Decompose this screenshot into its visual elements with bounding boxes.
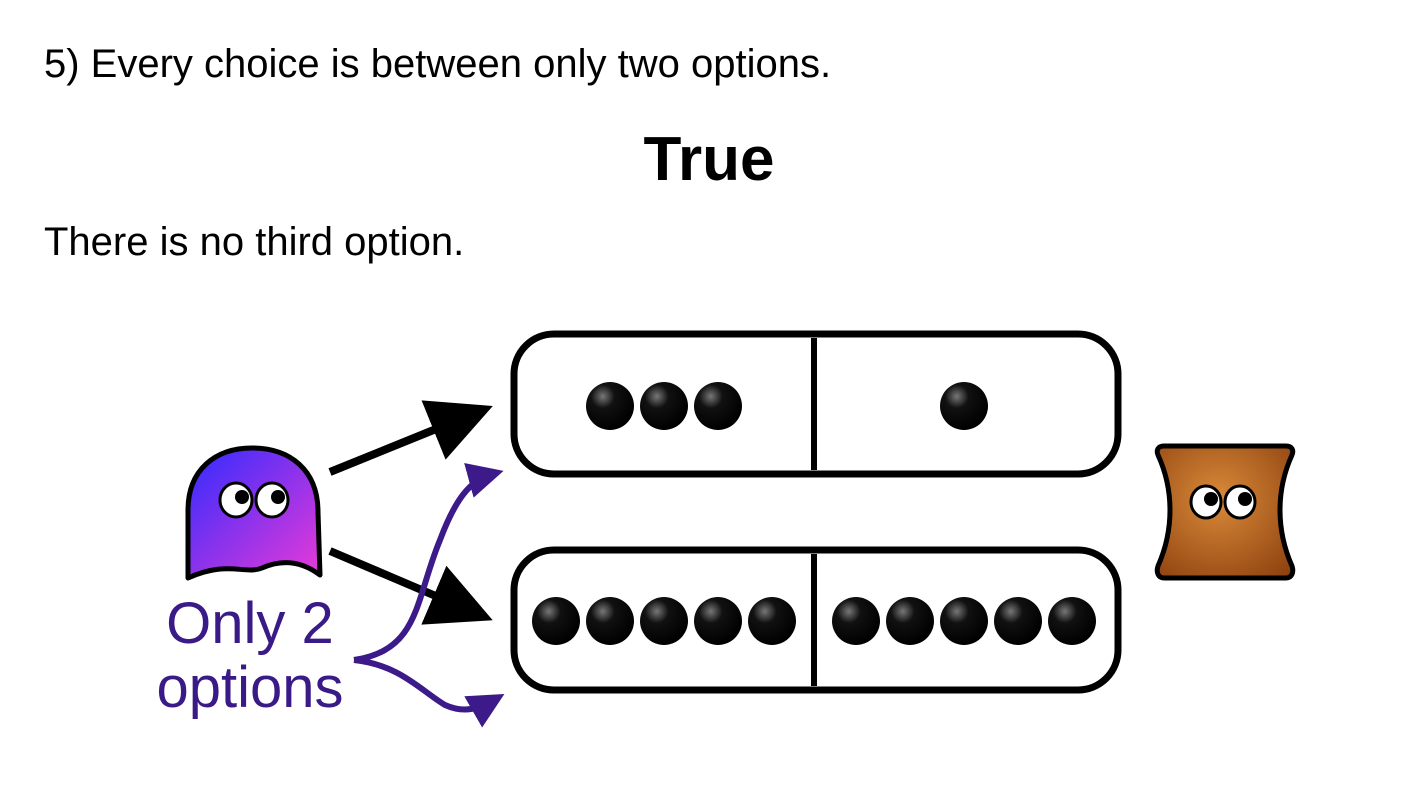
caption-line-2: options — [156, 655, 344, 720]
arrow-to-bottom-domino — [328, 547, 493, 625]
dot — [640, 597, 688, 645]
explanation-text: There is no third option. — [44, 220, 465, 264]
arrow-to-top-domino — [328, 400, 493, 476]
domino-top — [510, 330, 1122, 478]
dot — [748, 597, 796, 645]
dot — [886, 597, 934, 645]
domino-bottom-right-dots — [832, 597, 1096, 645]
dot — [586, 382, 634, 430]
dot — [694, 597, 742, 645]
dot — [1048, 597, 1096, 645]
domino-top-left-dots — [586, 382, 742, 430]
dot — [832, 597, 880, 645]
purple-arrow-down — [353, 657, 505, 728]
dot — [940, 597, 988, 645]
dot — [640, 382, 688, 430]
dot — [586, 597, 634, 645]
domino-bottom — [510, 546, 1122, 694]
purple-ghost-icon — [185, 445, 323, 581]
caption-line-1: Only 2 — [166, 591, 334, 656]
dot — [532, 597, 580, 645]
purple-arrow-up — [353, 462, 504, 663]
domino-top-right-dots — [940, 382, 988, 430]
question-text: 5) Every choice is between only two opti… — [44, 42, 832, 86]
dot — [994, 597, 1042, 645]
answer-heading: True — [643, 125, 775, 194]
dot — [694, 382, 742, 430]
orange-block-icon — [1154, 443, 1296, 581]
dot — [940, 382, 988, 430]
domino-bottom-left-dots — [532, 597, 796, 645]
options-caption: Only 2 options — [140, 592, 360, 720]
